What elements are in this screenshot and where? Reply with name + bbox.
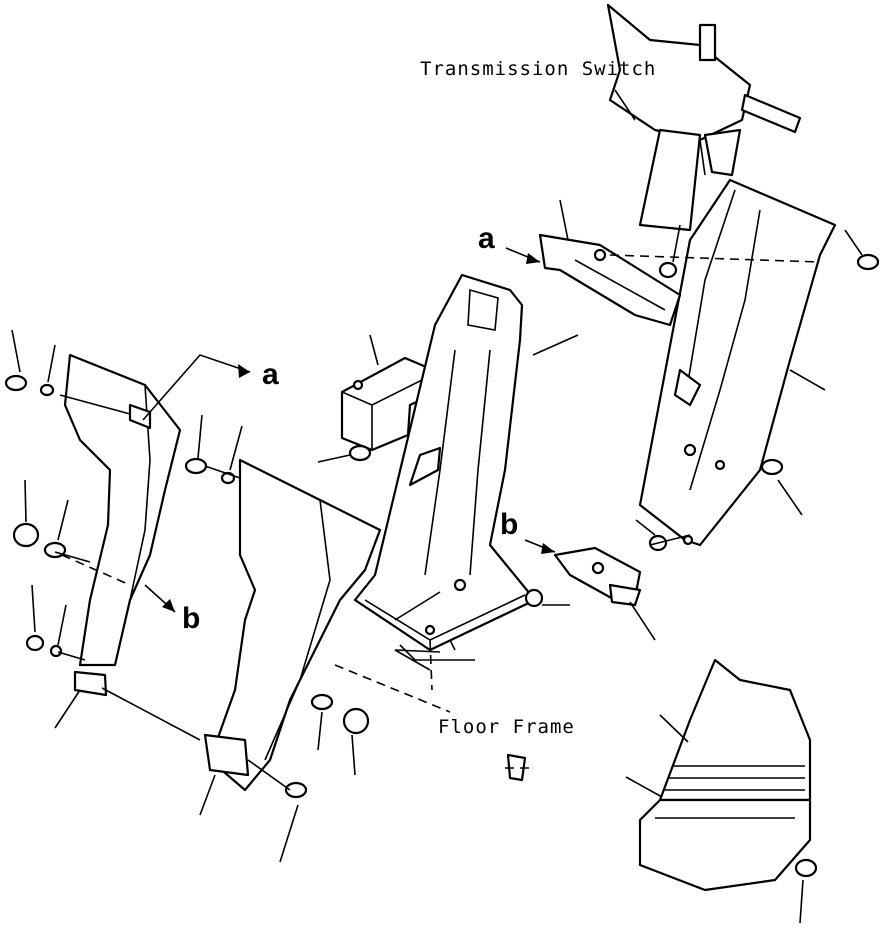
- ref-b-left-label: b: [182, 602, 201, 635]
- bracket-b-part: [553, 546, 642, 607]
- lever-boot-part: [638, 658, 812, 892]
- transmission-switch-part: [606, 3, 802, 232]
- ref-b-right-label: b: [500, 508, 519, 541]
- right-cover-part: [638, 178, 837, 547]
- central-column-part: [353, 273, 537, 652]
- ref-a-right-label: a: [478, 222, 495, 255]
- leader-lines: [11, 199, 863, 924]
- floor-frame-marks: [399, 639, 475, 661]
- fasteners: [4, 253, 880, 878]
- transmission-switch-label: Transmission Switch: [420, 58, 657, 80]
- connector-lines: [54, 247, 691, 791]
- dashed-lines: [61, 254, 821, 769]
- left-rear-cover-part: [203, 458, 382, 792]
- bracket-a-part: [538, 233, 682, 327]
- floor-frame-label: Floor Frame: [438, 716, 575, 738]
- ref-a-top-label: a: [262, 358, 279, 391]
- left-panel-part: [63, 353, 182, 697]
